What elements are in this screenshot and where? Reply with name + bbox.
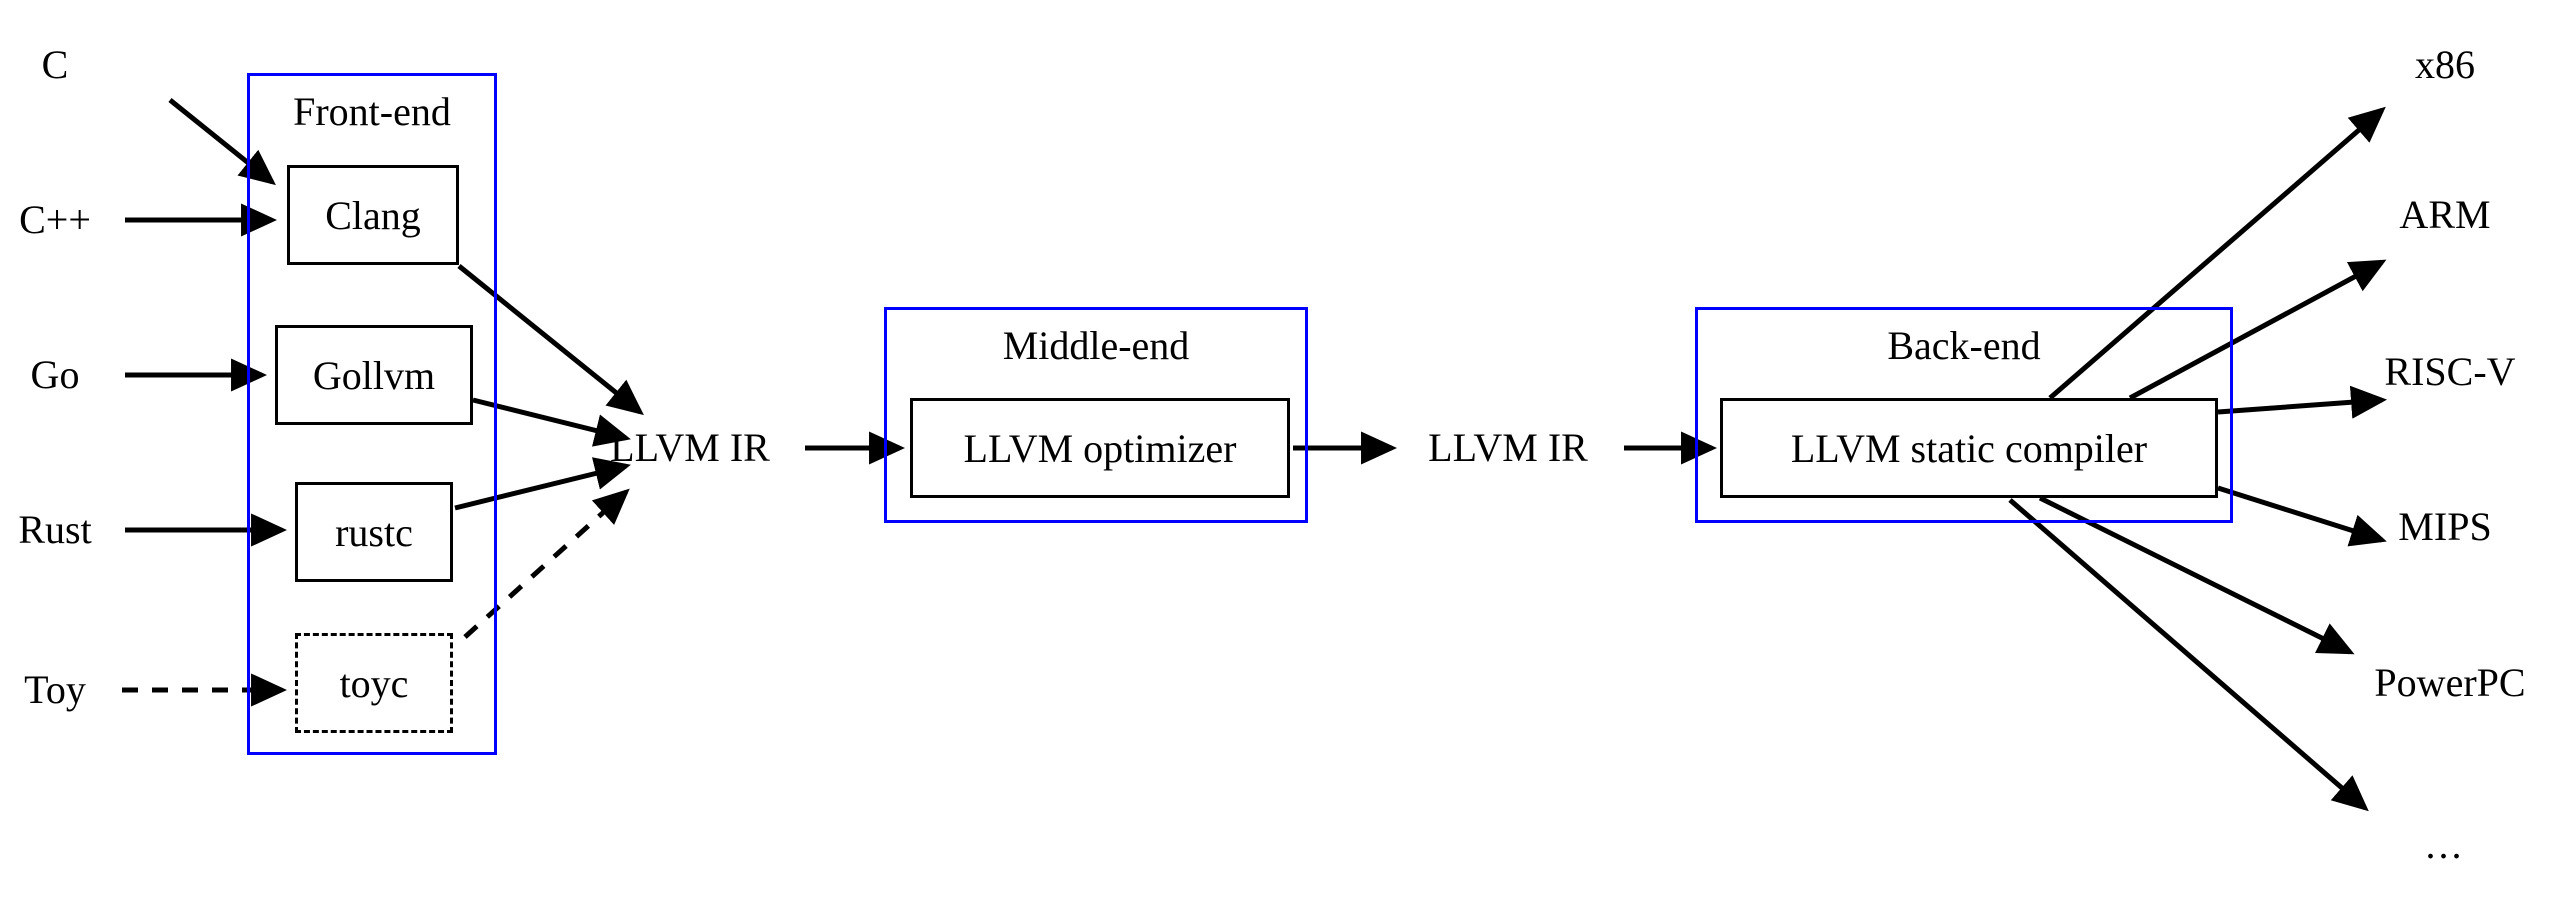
source-label-c: C: [41, 42, 69, 87]
stage-title-back-end: Back-end: [1887, 323, 2041, 368]
tool-label-clang: Clang: [325, 192, 421, 238]
tool-box-llvm-optimizer[interactable]: LLVM optimizer: [910, 398, 1290, 498]
edge-compiler-to-mips: [2217, 485, 2387, 547]
target-label-mips: MIPS: [2398, 504, 2492, 549]
tool-label-rustc: rustc: [335, 509, 413, 555]
ir-label-ir-mid: LLVM IR: [1428, 425, 1588, 470]
tool-box-rustc[interactable]: rustc: [295, 482, 453, 582]
source-label-toy: Toy: [24, 667, 86, 712]
tool-box-clang[interactable]: Clang: [287, 165, 459, 265]
tool-box-llvm-static-compiler[interactable]: LLVM static compiler: [1720, 398, 2218, 498]
tool-label-llvm-static-compiler: LLVM static compiler: [1790, 425, 2148, 471]
edge-compiler-to-riscv: [2217, 385, 2388, 419]
target-label-arm: ARM: [2399, 192, 2491, 237]
ir-label-ir-front: LLVM IR: [610, 425, 770, 470]
stage-title-middle-end: Middle-end: [1002, 323, 1190, 368]
source-label-cpp: C++: [19, 197, 91, 242]
stage-title-front-end: Front-end: [293, 89, 451, 134]
tool-label-gollvm: Gollvm: [312, 352, 436, 398]
stage-box-back-end: [1695, 307, 2233, 523]
stage-box-middle-end: [884, 307, 1308, 523]
target-label-powerpc: PowerPC: [2374, 660, 2526, 705]
target-label-x86: x86: [2415, 42, 2475, 87]
stage-box-front-end: [247, 73, 497, 755]
tool-box-toyc[interactable]: toyc: [295, 633, 453, 733]
source-label-go: Go: [30, 352, 80, 397]
tool-label-toyc: toyc: [339, 660, 409, 706]
target-label-more: ...: [2425, 822, 2465, 867]
source-label-rust: Rust: [18, 507, 92, 552]
edge-compiler-to-other: [2008, 498, 2369, 812]
tool-label-llvm-optimizer: LLVM optimizer: [963, 425, 1237, 471]
tool-box-gollvm[interactable]: Gollvm: [275, 325, 473, 425]
target-label-risc-v: RISC-V: [2384, 349, 2516, 394]
